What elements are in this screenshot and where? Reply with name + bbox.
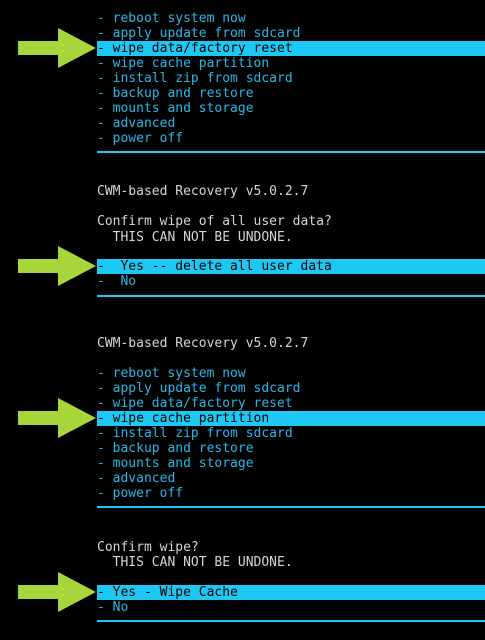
menu-item-power-off[interactable]: - power off xyxy=(97,486,184,501)
option-yes-wipe-cache[interactable]: - Yes - Wipe Cache xyxy=(97,585,485,600)
right-arrow-icon xyxy=(18,246,96,286)
menu-item-wipe-cache[interactable]: - wipe cache partition xyxy=(97,411,485,426)
menu-item-install-zip[interactable]: - install zip from sdcard xyxy=(97,71,293,86)
menu-item-advanced[interactable]: - advanced xyxy=(97,116,176,131)
menu-item-mounts-storage[interactable]: - mounts and storage xyxy=(97,101,254,116)
menu-item-wipe-cache[interactable]: - wipe cache partition xyxy=(97,56,270,71)
recovery-title: CWM-based Recovery v5.0.2.7 xyxy=(97,184,309,199)
menu-divider xyxy=(97,506,485,508)
menu-item-reboot-system[interactable]: - reboot system now xyxy=(97,11,246,26)
menu-item-reboot-system[interactable]: - reboot system now xyxy=(97,366,246,381)
option-yes-delete-data[interactable]: - Yes -- delete all user data xyxy=(97,259,485,274)
menu-divider xyxy=(97,151,485,153)
confirm-question: Confirm wipe? xyxy=(97,540,199,555)
menu-item-wipe-data[interactable]: - wipe data/factory reset xyxy=(97,396,293,411)
menu-divider xyxy=(97,620,485,622)
confirm-question: Confirm wipe of all user data? xyxy=(97,214,332,229)
option-no[interactable]: - No xyxy=(97,274,137,289)
confirm-warning: THIS CAN NOT BE UNDONE. xyxy=(97,230,293,245)
menu-divider xyxy=(97,295,485,297)
menu-item-apply-update[interactable]: - apply update from sdcard xyxy=(97,26,301,41)
menu-item-wipe-data[interactable]: - wipe data/factory reset xyxy=(97,41,485,56)
menu-item-apply-update[interactable]: - apply update from sdcard xyxy=(97,381,301,396)
menu-item-mounts-storage[interactable]: - mounts and storage xyxy=(97,456,254,471)
menu-item-advanced[interactable]: - advanced xyxy=(97,471,176,486)
option-no[interactable]: - No xyxy=(97,600,129,615)
right-arrow-icon xyxy=(18,572,96,612)
menu-item-install-zip[interactable]: - install zip from sdcard xyxy=(97,426,293,441)
right-arrow-icon xyxy=(18,398,96,438)
confirm-warning: THIS CAN NOT BE UNDONE. xyxy=(97,555,293,570)
menu-item-backup-restore[interactable]: - backup and restore xyxy=(97,441,254,456)
right-arrow-icon xyxy=(18,28,96,68)
recovery-title: CWM-based Recovery v5.0.2.7 xyxy=(97,336,309,351)
menu-item-backup-restore[interactable]: - backup and restore xyxy=(97,86,254,101)
menu-item-power-off[interactable]: - power off xyxy=(97,131,184,146)
